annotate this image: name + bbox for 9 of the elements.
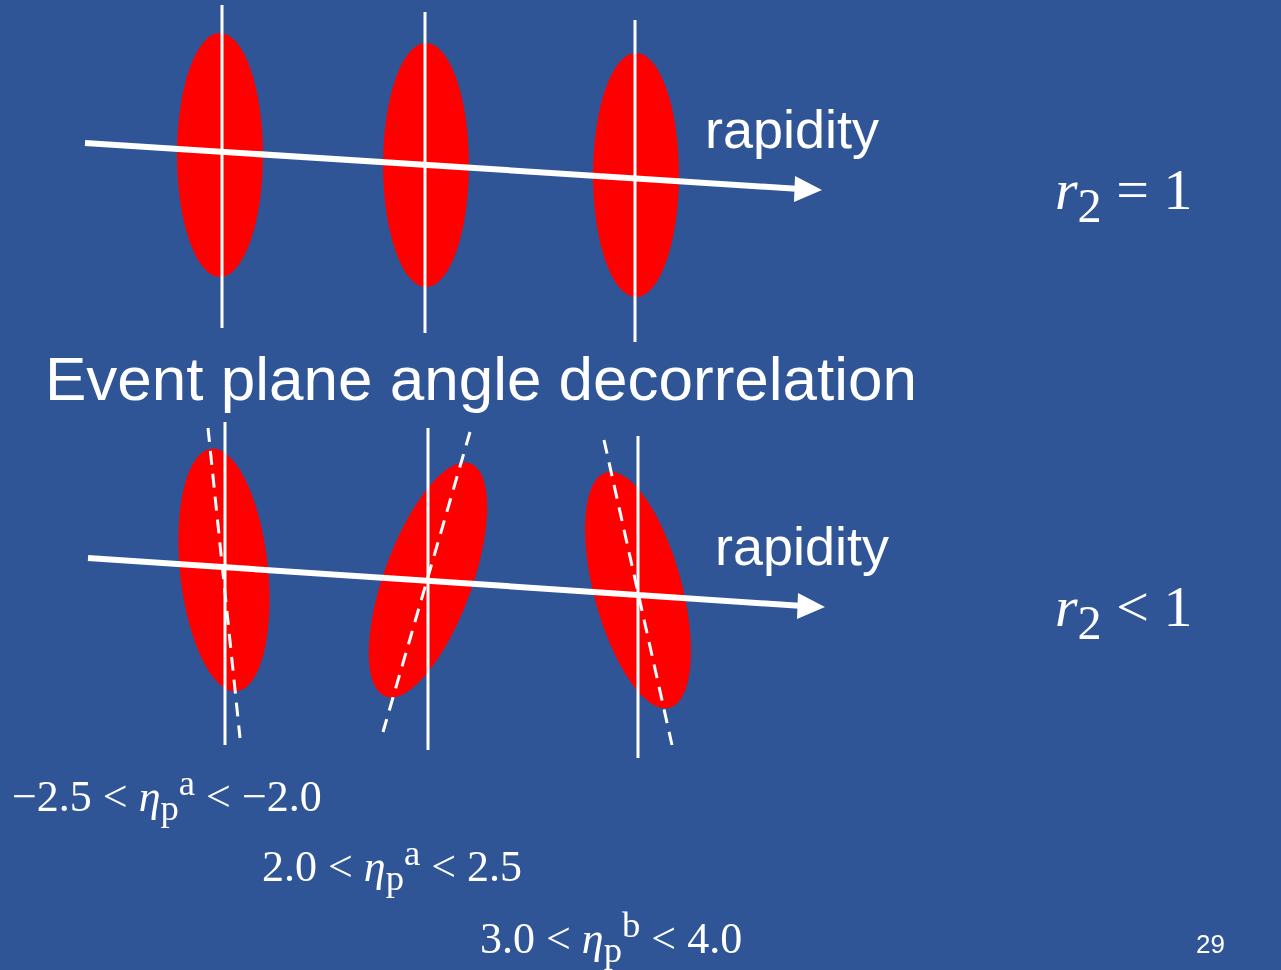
title: Event plane angle decorrelation: [45, 345, 918, 414]
equation: r$_{2}$ = 1: [1055, 158, 1193, 232]
range-label: 2.0 < η$_{p}$$^{a}$ < 2.5: [262, 833, 523, 899]
axis-label: rapidity: [705, 100, 880, 160]
axis-label: rapidity: [715, 517, 890, 577]
range-label: 3.0 < η$_{p}$$^{b}$ < 4.0: [480, 905, 743, 970]
equation: r$_{2}$ < 1: [1055, 575, 1193, 649]
page-number: 29: [1196, 930, 1225, 959]
range-label: −2.5 < η$_{p}$$^{a}$ < −2.0: [12, 763, 322, 829]
